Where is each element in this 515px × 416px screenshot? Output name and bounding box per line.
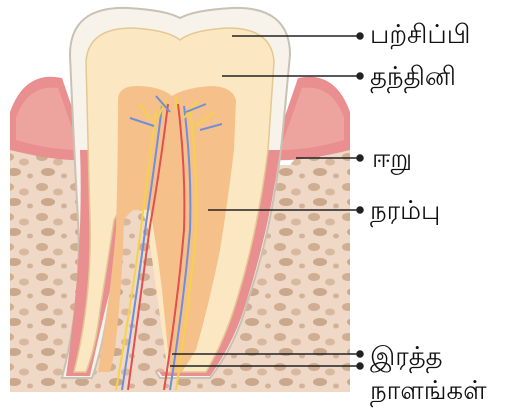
leader-dot-vessels-1 xyxy=(357,351,363,357)
leader-dot-gum xyxy=(357,155,363,161)
leader-dot-vessels-2 xyxy=(357,363,363,369)
label-blood-vessels: இரத்த நாளங்கள் xyxy=(370,340,487,408)
label-enamel: பற்சிப்பி xyxy=(370,20,470,50)
label-gum: ஈறு xyxy=(372,144,412,174)
label-dentin: தந்தினி xyxy=(370,62,456,92)
label-blood-vessels-line1: இரத்த xyxy=(370,340,487,374)
label-blood-vessels-line2: நாளங்கள் xyxy=(370,374,487,408)
label-nerve: நரம்பு xyxy=(370,196,440,226)
leader-dot-nerve xyxy=(357,207,363,213)
leader-dot-dentin xyxy=(357,73,363,79)
leader-dot-enamel xyxy=(357,33,363,39)
